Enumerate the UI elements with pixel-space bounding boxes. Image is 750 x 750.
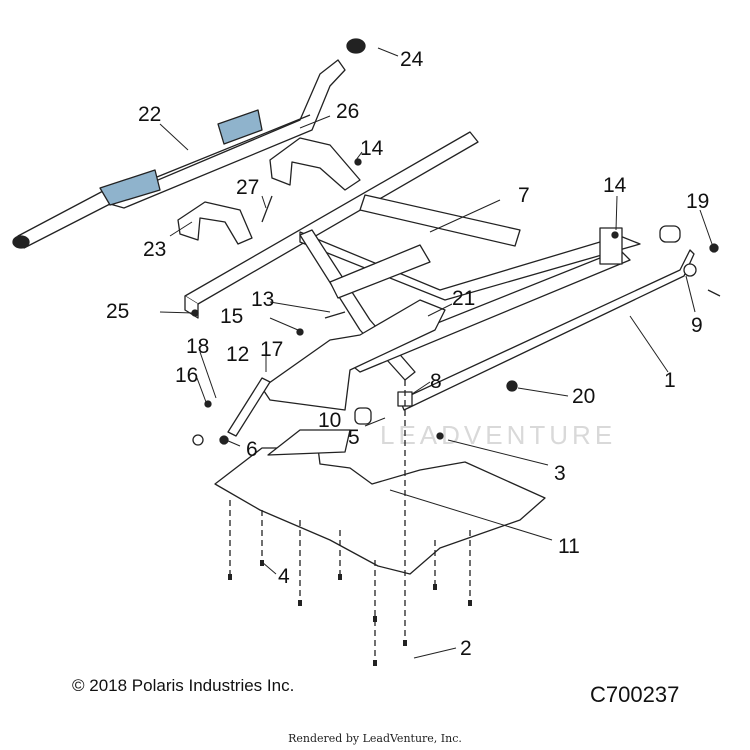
callout-8: 8 xyxy=(430,370,442,393)
callout-24: 24 xyxy=(400,48,424,71)
callout-27: 27 xyxy=(236,176,259,199)
callout-14a: 14 xyxy=(360,137,384,160)
callout-19: 19 xyxy=(686,190,709,213)
callout-17: 17 xyxy=(260,338,283,361)
diagram-code: C700237 xyxy=(590,682,680,707)
callout-18: 18 xyxy=(186,335,209,358)
callout-11: 11 xyxy=(558,535,580,558)
callout-20: 20 xyxy=(572,385,595,408)
callout-13: 13 xyxy=(251,288,274,311)
callout-2: 2 xyxy=(460,637,472,660)
callout-3: 3 xyxy=(554,462,566,485)
strut-part xyxy=(227,377,271,437)
callout-21: 21 xyxy=(452,287,475,310)
leadventure-watermark: LEADVENTURE xyxy=(380,420,617,450)
callout-4: 4 xyxy=(278,565,290,588)
skid-plate-part xyxy=(214,447,546,575)
rod-part xyxy=(399,249,695,411)
bumper-tube-part xyxy=(12,59,346,249)
bolt-27-part xyxy=(261,195,273,223)
callout-14b: 14 xyxy=(603,174,627,197)
bumper-bracket-right-part xyxy=(269,137,361,191)
callout-15: 15 xyxy=(220,305,243,328)
frame-assembly-part xyxy=(184,131,641,381)
callout-23: 23 xyxy=(143,238,166,261)
callout-9: 9 xyxy=(691,314,703,337)
callout-26: 26 xyxy=(336,100,359,123)
copyright-text: © 2018 Polaris Industries Inc. xyxy=(72,676,295,695)
end-cap-part xyxy=(346,38,366,54)
callout-12: 12 xyxy=(226,343,249,366)
callout-1: 1 xyxy=(664,369,676,392)
callout-16: 16 xyxy=(175,364,198,387)
callout-22: 22 xyxy=(138,103,161,126)
callout-10: 10 xyxy=(318,409,341,432)
callout-5: 5 xyxy=(348,426,360,449)
rendered-by-text: Rendered by LeadVenture, Inc. xyxy=(288,732,462,745)
callout-7: 7 xyxy=(518,184,530,207)
bumper-bracket-left-part xyxy=(177,201,253,245)
upper-panel-part xyxy=(261,299,446,411)
callout-25: 25 xyxy=(106,300,129,323)
callout-6: 6 xyxy=(246,438,258,461)
